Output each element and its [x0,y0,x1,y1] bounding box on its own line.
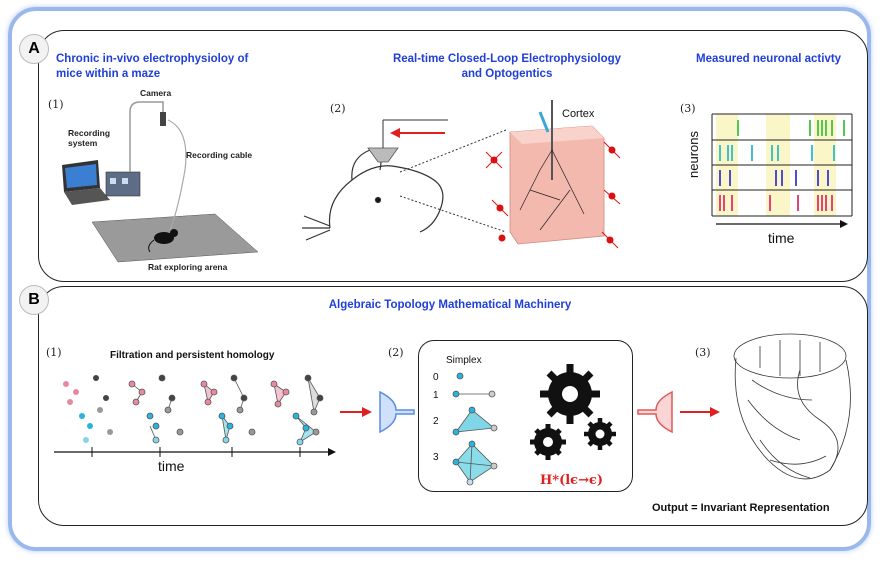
gears-icon [530,364,616,460]
output-label: Output = Invariant Representation [652,502,830,514]
panel-b-num-2: (2) [388,346,404,359]
red-arrow-left [390,128,445,138]
recording-cable [167,119,187,231]
filtration-time-label: time [158,458,185,474]
panel-b-tag: B [19,285,49,315]
arena-label: Rat exploring arena [148,262,228,272]
cortex-block [509,100,605,245]
optical-funnel [367,119,448,163]
rat-icon [148,229,178,253]
arrow-to-output [680,407,720,417]
recording-box-icon [105,171,141,197]
panel-a-num-2: (2) [330,102,346,115]
zoom-line-bottom [399,195,507,233]
filtration-point-clouds [63,374,324,446]
camera-stand [129,101,164,172]
red-neurons [485,141,621,249]
recording-cable-label: Recording cable [186,150,253,160]
filtration-label: Filtration and persistent homology [110,350,275,361]
panel-a-title-1: Chronic in-vivo electrophysioloy of mice… [56,53,249,80]
panel-a-num-3: (3) [680,102,696,115]
panel-a-title-3: Measured neuronal activty [696,53,842,65]
laptop-icon [62,160,110,205]
recording-system-label: Recording system [68,128,111,148]
panel-a-tag: A [19,34,49,64]
arrow-to-funnel-blue [340,407,372,417]
raster-plot [711,113,853,228]
raster-time-label: time [768,230,795,246]
panel-a-title-2: Real-time Closed-Loop Electrophysiology … [392,53,622,80]
outer-frame [8,7,871,551]
funnel-red-icon [637,390,673,434]
simplex-level-1: 1 [433,390,439,401]
camera-label: Camera [140,88,172,98]
simplex-level-2: 2 [433,416,439,427]
panel-b-num-1: (1) [46,346,62,359]
homology-label: H*(lϵ→ϵ) [540,473,604,488]
arena-floor [91,213,259,263]
camera-icon [160,112,166,126]
simplex-level-3: 3 [433,452,439,463]
simplex-shapes [452,372,498,486]
filtration-axis [54,447,336,457]
cortex-label: Cortex [562,108,595,120]
panel-b-title: Algebraic Topology Mathematical Machiner… [328,299,572,311]
funnel-blue-icon [379,390,415,434]
panel-a-num-1: (1) [48,98,64,111]
simplex-label: Simplex [446,355,482,366]
zoom-line-top [399,129,507,173]
klein-bottle-icon [733,333,851,480]
simplex-box [418,340,633,492]
panel-b [38,286,868,526]
panel-b-num-3: (3) [695,346,711,359]
mouse-outline [302,149,444,241]
simplex-level-0: 0 [433,372,439,383]
